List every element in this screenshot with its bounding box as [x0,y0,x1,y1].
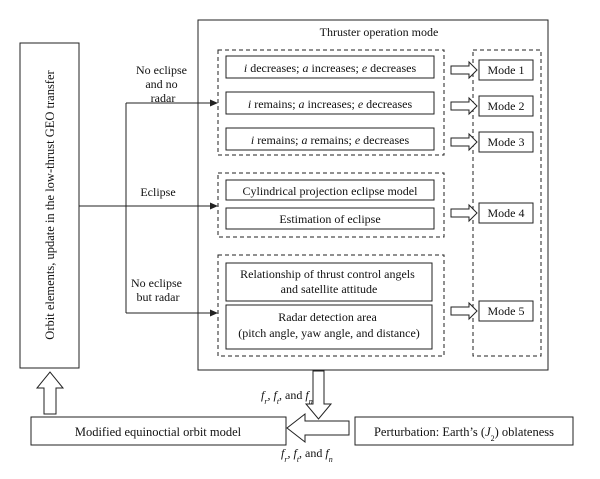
dashed-groups [217,49,542,357]
group-no-eclipse-no-radar [217,49,445,156]
group2-item-2: Estimation of eclipse [279,212,380,226]
group3-boxes [225,262,433,350]
arrow-to-mode-3 [450,132,478,152]
force-label-top: fr, ft, and fn [261,388,313,406]
group1-item-2: i remains; a increases; e decreases [248,97,413,111]
equinoctial-model-text: Modified equinoctial orbit model [75,425,242,439]
mode-boxes [478,59,534,322]
perturbation-box [354,416,574,446]
branch-arrowheads [210,99,218,317]
modes-group [472,49,542,357]
branch-label-no-eclipse-but-radar: No eclipse but radar [131,276,185,304]
mode-2-label: Mode 2 [488,99,525,113]
group3-item-1: Relationship of thrust control angels an… [240,267,418,296]
equinoctial-model-box [30,416,287,446]
branch-label-eclipse: Eclipse [140,185,175,199]
mode-1-label: Mode 1 [488,63,525,77]
arrow-to-mode-5 [450,301,478,321]
down-arrow [304,370,333,420]
group2-boxes [225,179,435,230]
left-arrow [286,412,350,444]
arrow-to-mode-1 [450,60,478,80]
arrow-to-mode-2 [450,96,478,116]
force-label-bottom: fr, ft, and fn [281,446,333,464]
perturbation-text: Perturbation: Earth’s (J2) oblateness [374,425,554,443]
group2-item-1: Cylindrical projection eclipse model [243,184,419,198]
branch-lines [79,102,212,314]
thruster-operation-box [197,19,549,371]
mode-4-label: Mode 4 [488,206,525,220]
branch-label-no-eclipse-no-radar: No eclipse and no radar [136,63,190,105]
group1-item-3: i remains; a remains; e decreases [251,133,410,147]
mode-5-label: Mode 5 [488,304,525,318]
arrow-to-mode-4 [450,203,478,223]
mode-3-label: Mode 3 [488,135,525,149]
mode-arrows [450,60,478,321]
group-eclipse [217,172,445,238]
group-radar [217,254,445,357]
thruster-operation-title: Thruster operation mode [320,25,439,39]
group1-item-1: i decreases; a increases; e decreases [244,61,417,75]
group3-item-2: Radar detection area (pitch angle, yaw a… [238,310,420,340]
up-arrow [35,371,65,415]
orbit-elements-text: Orbit elements, update in the low-thrust… [43,69,57,339]
group1-boxes [225,55,435,151]
